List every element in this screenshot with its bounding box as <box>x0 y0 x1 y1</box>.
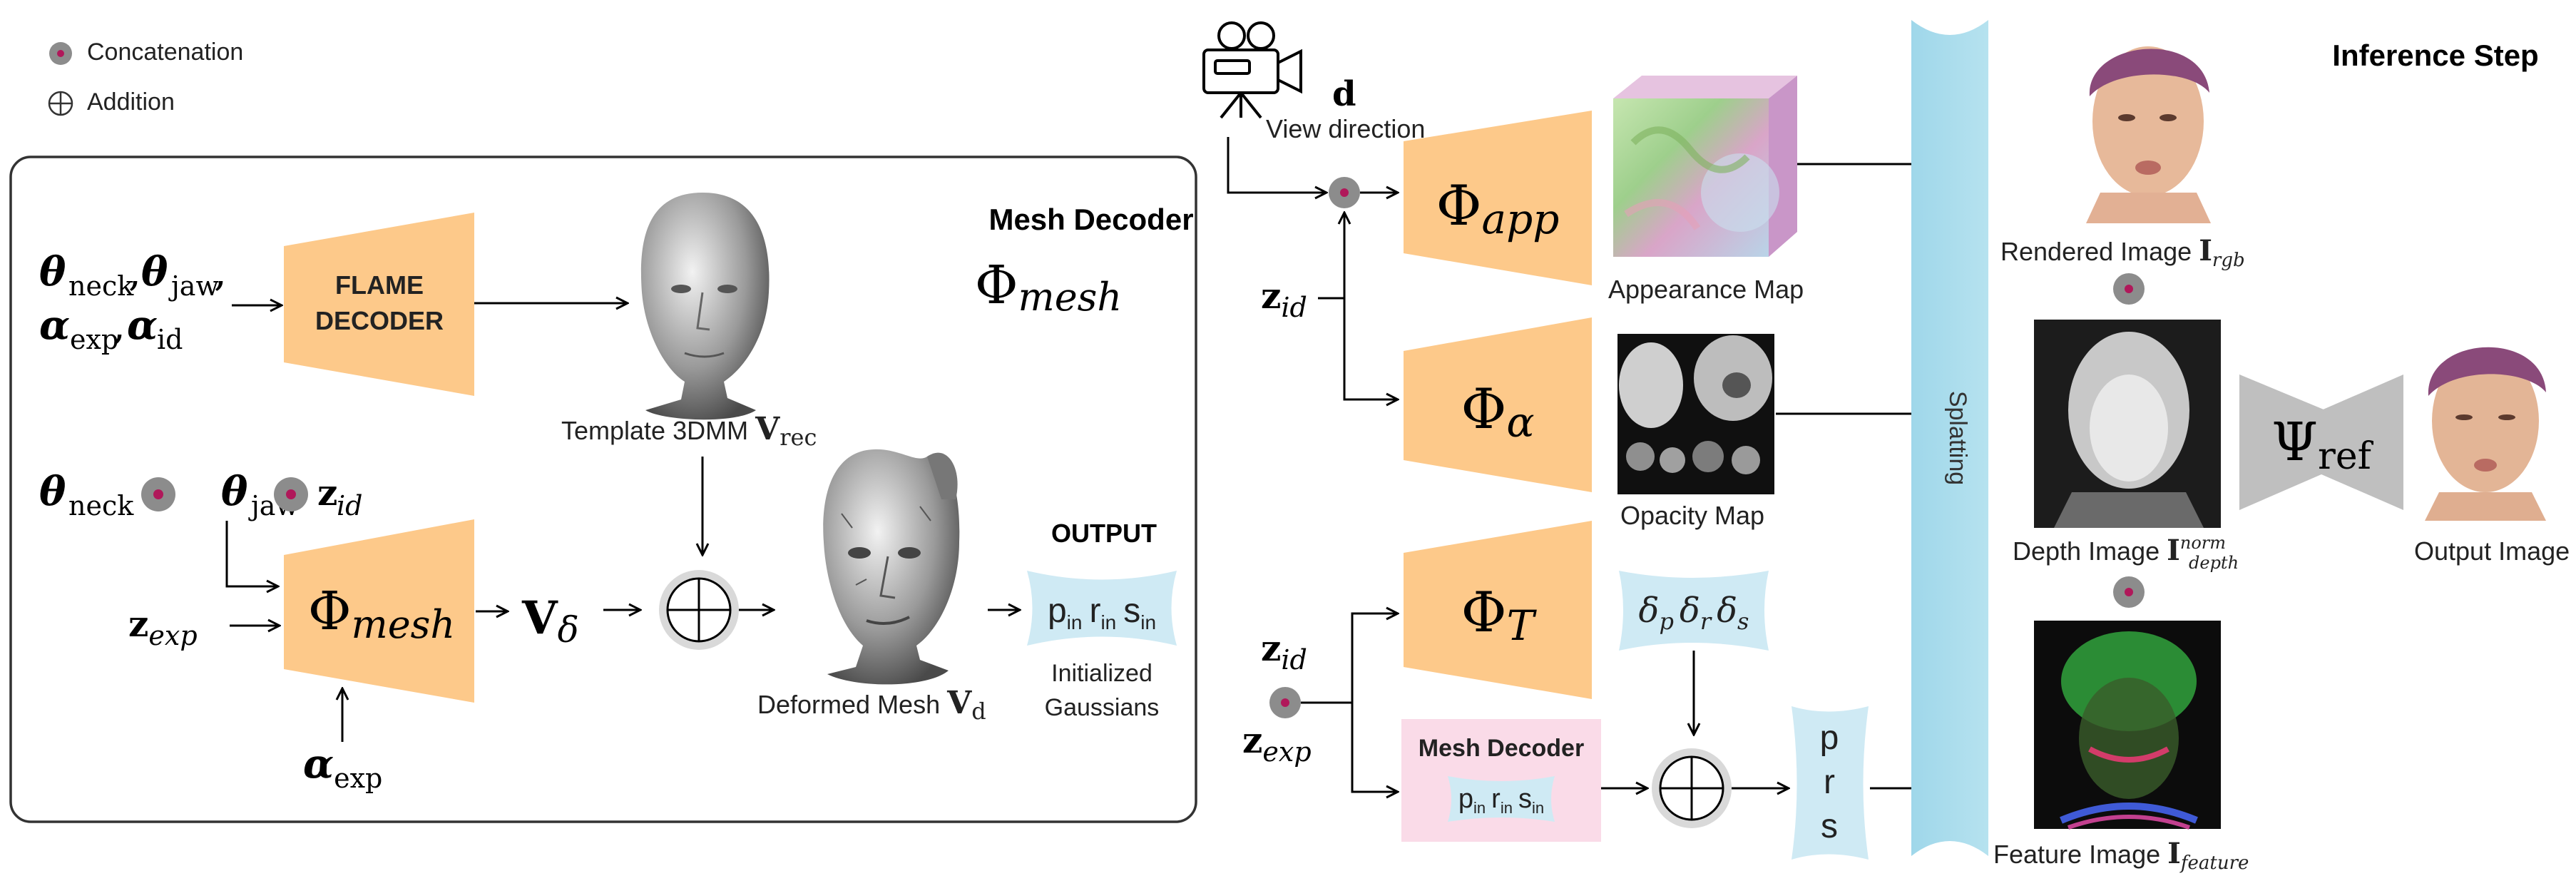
addition-icon <box>659 570 739 650</box>
flame-decoder-label-2: DECODER <box>315 306 444 335</box>
svg-text:θ: θ <box>221 468 248 515</box>
deformed-mesh-image <box>823 449 960 685</box>
phi-t-label: ΦT <box>1461 581 1538 650</box>
view-direction-var: d <box>1332 74 1356 114</box>
svg-text:neck: neck <box>68 490 134 521</box>
deformed-mesh-label: Deformed Mesh Vd <box>757 685 986 725</box>
splatting-block: Splatting <box>1911 20 1988 856</box>
addition-icon <box>1652 748 1732 828</box>
z-exp-input-2: zexp <box>1242 719 1312 768</box>
phi-mesh-block <box>284 519 474 703</box>
prs-p: p <box>1820 719 1839 757</box>
appearance-map-label: Appearance Map <box>1608 275 1804 304</box>
svg-text:exp: exp <box>70 324 118 355</box>
z-exp-input: zexp <box>128 603 198 651</box>
svg-text:z: z <box>317 472 337 514</box>
template-3dmm-label: Template 3DMM Vrec <box>561 411 817 451</box>
svg-text:θ: θ <box>39 248 66 295</box>
phi-mesh-label: Φmesh <box>975 255 1122 320</box>
psi-ref-block-right <box>2321 375 2403 510</box>
svg-text:θ: θ <box>39 468 66 515</box>
svg-text:id: id <box>157 324 183 355</box>
flame-decoder-label-1: FLAME <box>335 270 424 300</box>
svg-text:,: , <box>128 249 141 295</box>
svg-text:neck: neck <box>68 270 134 302</box>
z-id-input: zid <box>1261 275 1307 323</box>
camera-icon <box>1202 21 1302 119</box>
phi-app-label: Φapp <box>1436 174 1560 243</box>
psi-ref-label: Ψref <box>2271 412 2374 478</box>
pose-latent-input: θ neck θ jaw z id <box>39 468 362 521</box>
legend-concat-label: Concatenation <box>87 39 243 66</box>
svg-text:,: , <box>214 249 227 295</box>
opacity-map-label: Opacity Map <box>1620 501 1764 530</box>
prs-s: s <box>1821 808 1838 845</box>
svg-text:α: α <box>127 302 158 349</box>
delta-params-box <box>1619 571 1769 651</box>
svg-text:α: α <box>39 302 70 349</box>
legend-add-label: Addition <box>87 88 175 116</box>
feature-image <box>2034 621 2221 830</box>
svg-text:jaw: jaw <box>168 270 219 302</box>
view-direction-label: View direction <box>1266 114 1425 143</box>
prs-r: r <box>1824 763 1835 801</box>
phi-alpha-block <box>1404 317 1592 492</box>
mesh-decoder-small-block <box>1401 719 1601 842</box>
feature-image-label: Feature Image Ifeature <box>1993 837 2249 874</box>
output-label: OUTPUT <box>1051 519 1157 548</box>
z-id-input-2: zid <box>1261 627 1307 676</box>
output-image-label: Output Image I <box>2414 534 2576 567</box>
mesh-decoder-panel <box>9 156 1197 823</box>
inference-step-title: Inference Step <box>2332 39 2538 72</box>
phi-app-block <box>1404 111 1592 285</box>
template-head-image <box>640 193 770 420</box>
rendered-image <box>2067 20 2231 223</box>
gaussians-label-2: Gaussians <box>1045 694 1160 721</box>
phi-alpha-label: Φα <box>1461 377 1534 447</box>
flame-decoder-block <box>284 213 474 396</box>
prs-box <box>1792 706 1869 860</box>
mesh-decoder-small-title: Mesh Decoder <box>1419 735 1584 762</box>
splatting-label: Splatting <box>1944 391 1971 485</box>
gaussians-label-1: Initialized <box>1051 660 1152 687</box>
appearance-map-image <box>1613 76 1797 257</box>
rendered-image-label: Rendered Image Irgb <box>2000 234 2245 271</box>
alpha-exp-input: αexp <box>303 740 382 794</box>
svg-text:id: id <box>337 490 362 521</box>
initialized-gaussians-box <box>1027 571 1177 646</box>
legend: Concatenation Addition <box>48 39 243 116</box>
flame-params-input: θ neck , θ jaw , α exp , α id <box>39 248 227 355</box>
svg-text:,: , <box>113 302 126 349</box>
opacity-map-image <box>1617 334 1774 494</box>
phi-mesh-block-label: Φmesh <box>308 581 455 647</box>
v-delta-label: Vδ <box>521 591 579 651</box>
depth-image <box>2034 320 2221 528</box>
output-image <box>2407 317 2564 521</box>
mesh-decoder-title: Mesh Decoder <box>988 203 1193 236</box>
phi-t-block <box>1404 521 1592 699</box>
svg-text:θ: θ <box>141 248 168 295</box>
